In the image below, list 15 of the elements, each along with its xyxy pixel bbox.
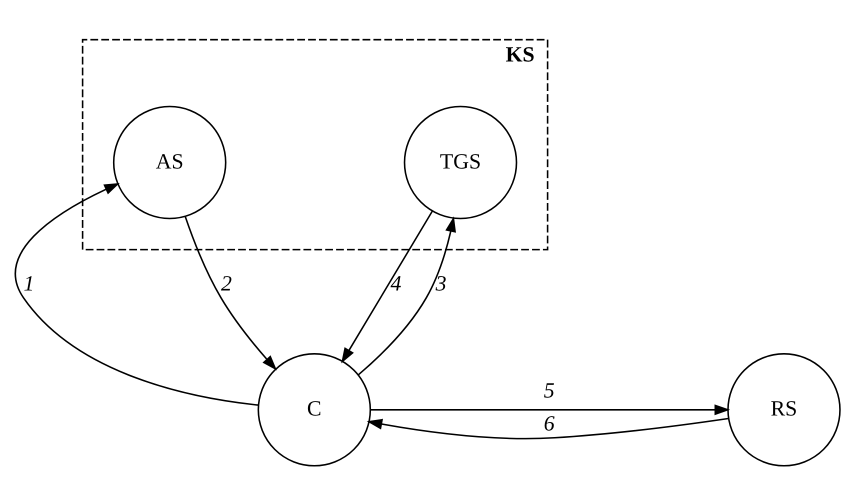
edge-label: 6 [544,411,555,436]
edge-label: 2 [221,271,232,296]
arrow [14,183,258,406]
arrow [366,418,729,440]
node-circle: AS [112,106,226,220]
arrow [184,216,277,371]
edge-label: 1 [24,271,34,296]
arrow [358,216,456,376]
arrow [370,404,730,416]
arrow [341,210,433,364]
node-circle: RS [727,353,841,467]
edge-label: 5 [544,378,555,403]
edge-label: 3 [436,271,447,296]
node-circle: TGS [404,106,518,220]
edge-label: 4 [390,271,402,296]
